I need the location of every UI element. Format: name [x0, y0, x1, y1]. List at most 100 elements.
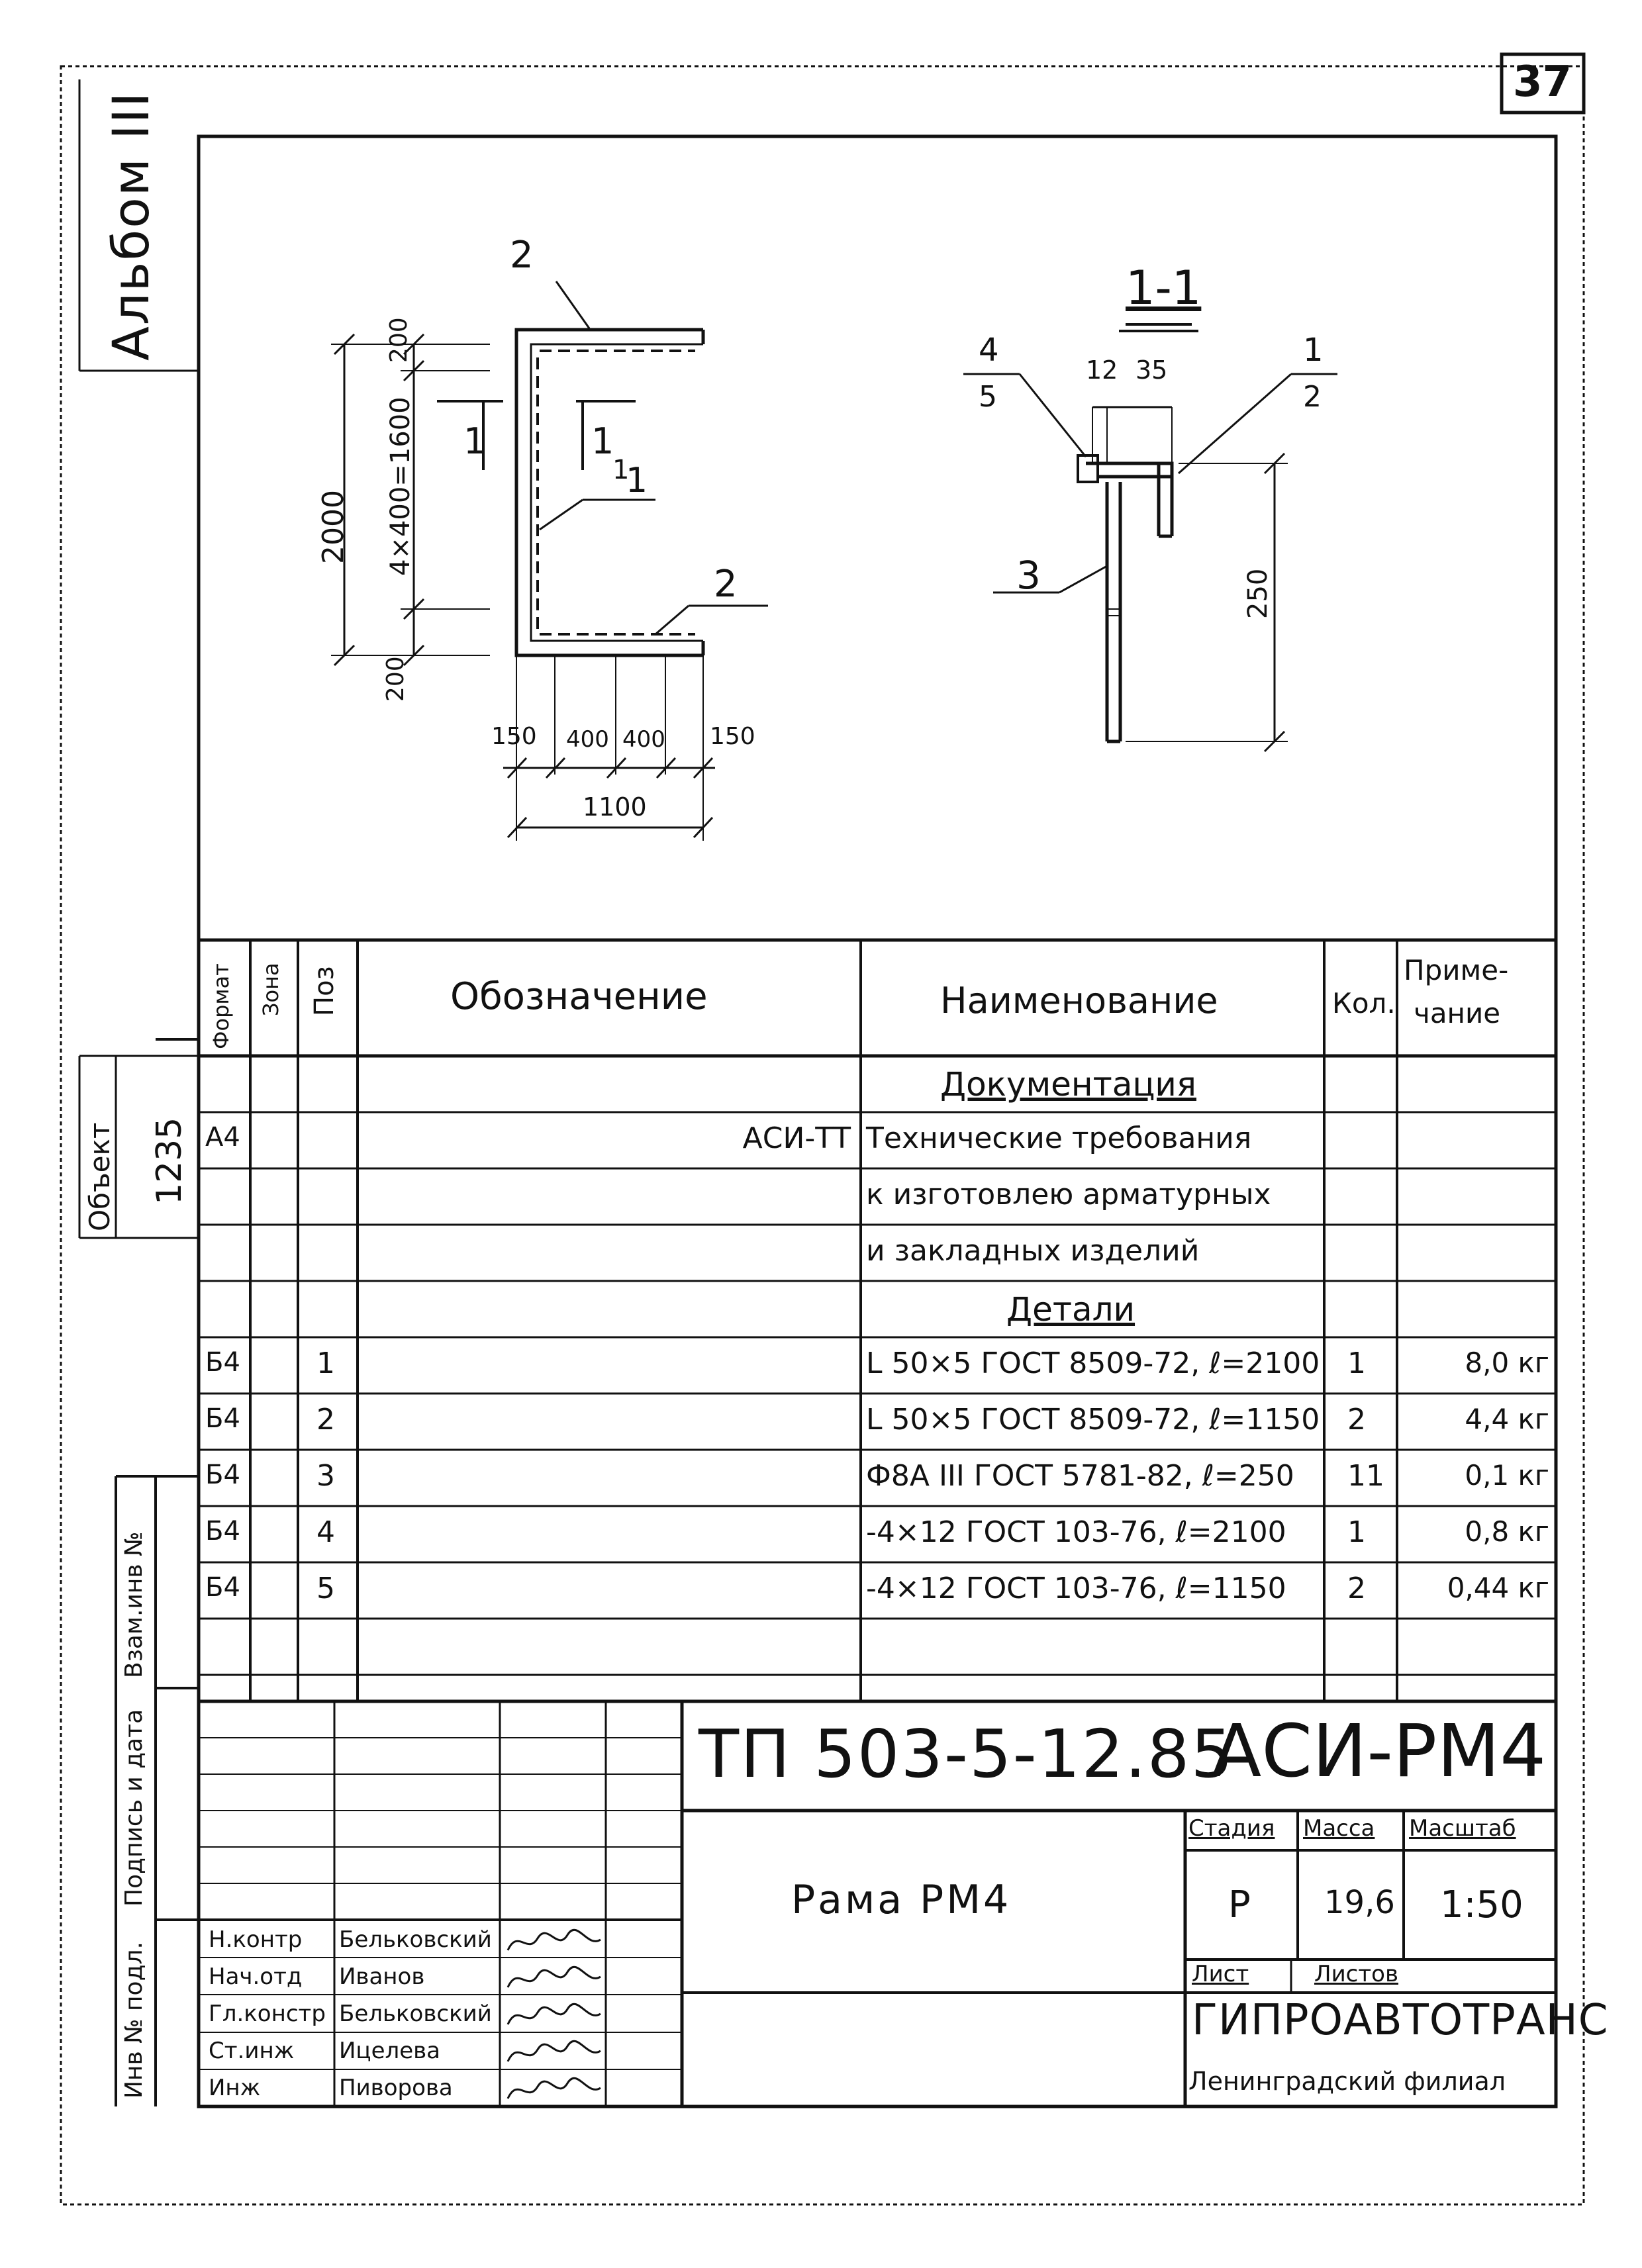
spec-name: Документация — [940, 1065, 1196, 1104]
spec-format: Б4 — [205, 1403, 240, 1434]
callout-4: 4 — [979, 332, 999, 369]
spec-note: 8,0 кг — [1465, 1347, 1549, 1379]
scale-value: 1:50 — [1440, 1883, 1523, 1926]
vzam-inv-label: Взам.инв № — [121, 1531, 148, 1678]
stage-label: Стадия — [1188, 1815, 1275, 1842]
spec-qty: 2 — [1347, 1572, 1366, 1605]
section-title: 1-1 — [1126, 261, 1202, 315]
spec-format: Б4 — [205, 1572, 240, 1603]
callout-2-top: 2 — [510, 234, 534, 277]
spec-qty: 1 — [1347, 1515, 1366, 1549]
spec-name: -4×12 ГОСТ 103-76, ℓ=1150 — [866, 1572, 1286, 1605]
doc-code: АСИ-РМ4 — [1212, 1709, 1547, 1793]
staff-name: Иванов — [339, 1963, 425, 1990]
section-mark-right: 1 — [591, 420, 614, 462]
spec-name: L 50×5 ГОСТ 8509-72, ℓ=1150 — [866, 1403, 1320, 1437]
staff-name: Бельковский — [339, 2001, 492, 2027]
header-note-2: чание — [1414, 997, 1501, 1029]
spec-pos: 2 — [316, 1403, 335, 1437]
dim-1100: 1100 — [583, 792, 647, 822]
dim-150-right: 150 — [710, 723, 755, 750]
staff-role: Н.контр — [209, 1926, 303, 1953]
staff-name: Пиворова — [339, 2075, 453, 2101]
org-name: ГИПРОАВТОТРАНС — [1192, 1996, 1609, 2045]
staff-name: Бельковский — [339, 1926, 492, 1953]
callout-2-bottom: 2 — [714, 563, 738, 606]
spec-name: Ф8А III ГОСТ 5781-82, ℓ=250 — [866, 1459, 1294, 1493]
header-zone: Зона — [258, 963, 283, 1016]
dim-12: 12 — [1086, 355, 1118, 385]
album-label: Альбом III — [101, 91, 160, 361]
header-name: Наименование — [940, 980, 1218, 1021]
spec-pos: 1 — [316, 1347, 335, 1380]
sheet-number: 37 — [1513, 58, 1572, 107]
section-mark-left: 1 — [463, 420, 487, 462]
spec-name: Детали — [1006, 1290, 1135, 1329]
inv-podl-label: Инв № подл. — [121, 1942, 148, 2099]
header-designation: Обозначение — [450, 975, 708, 1018]
section-1-1 — [963, 323, 1337, 753]
spec-qty: 1 — [1347, 1347, 1366, 1380]
header-note-1: Приме- — [1404, 954, 1509, 986]
dim-250: 250 — [1243, 568, 1273, 619]
signature — [507, 1966, 601, 1988]
spec-note: 0,1 кг — [1465, 1459, 1549, 1491]
dim-150-left: 150 — [491, 723, 537, 750]
staff-role: Ст.инж — [209, 2038, 295, 2064]
object-number: 1235 — [150, 1117, 189, 1205]
mass-value: 19,6 — [1324, 1884, 1395, 1921]
spec-qty: 2 — [1347, 1403, 1366, 1437]
podpis-data-label: Подпись и дата — [121, 1709, 148, 1907]
spec-qty: 11 — [1347, 1459, 1384, 1493]
spec-pos: 4 — [316, 1515, 335, 1549]
header-pos: Поз — [309, 966, 340, 1016]
sheets-label: Листов — [1314, 1961, 1399, 1987]
spec-name: L 50×5 ГОСТ 8509-72, ℓ=2100 — [866, 1347, 1320, 1380]
signature — [507, 2040, 601, 2062]
staff-role: Нач.отд — [209, 1963, 303, 1990]
callout-3: 3 — [1016, 553, 1041, 598]
spec-note: 0,44 кг — [1447, 1572, 1549, 1604]
dim-400-b: 400 — [622, 726, 665, 753]
callout-1: 1 — [626, 461, 648, 500]
spec-designation: АСИ-ТТ — [742, 1121, 851, 1155]
sheet-label: Лист — [1192, 1961, 1249, 1987]
item-name: Рама РМ4 — [791, 1877, 1012, 1923]
spec-name: к изготовлею арматурных — [866, 1178, 1271, 1211]
dim-200-bottom: 200 — [382, 656, 409, 702]
frame-elevation — [331, 281, 768, 841]
staff-role: Гл.констр — [209, 2001, 326, 2027]
spec-name: -4×12 ГОСТ 103-76, ℓ=2100 — [866, 1515, 1286, 1549]
signature — [507, 2003, 601, 2025]
spec-pos: 3 — [316, 1459, 335, 1493]
staff-role: Инж — [209, 2075, 261, 2101]
spec-format: А4 — [205, 1122, 240, 1153]
spec-name: Технические требования — [866, 1121, 1252, 1155]
spec-pos: 5 — [316, 1572, 335, 1605]
dim-2000: 2000 — [316, 490, 350, 564]
project-code: ТП 503-5-12.85 — [699, 1715, 1235, 1793]
callout-2-section: 2 — [1303, 380, 1322, 414]
spec-format: Б4 — [205, 1460, 240, 1490]
spec-note: 4,4 кг — [1465, 1403, 1549, 1435]
spec-format: Б4 — [205, 1516, 240, 1546]
signature — [507, 1929, 601, 1951]
section-mark-sub: 1 — [612, 455, 630, 485]
dim-400-a: 400 — [566, 726, 609, 753]
spec-note: 0,8 кг — [1465, 1515, 1549, 1548]
mass-label: Масса — [1303, 1815, 1375, 1842]
callout-1-section: 1 — [1303, 332, 1324, 369]
spec-name: и закладных изделий — [866, 1234, 1200, 1268]
dim-35: 35 — [1135, 355, 1168, 385]
header-format: Формат — [209, 963, 234, 1049]
spec-format: Б4 — [205, 1347, 240, 1378]
stage-value: Р — [1228, 1883, 1251, 1926]
object-label: Объект — [83, 1122, 116, 1231]
staff-name: Ицелева — [339, 2038, 441, 2064]
signature — [507, 2077, 601, 2099]
header-qty: Кол. — [1332, 987, 1396, 1019]
dim-4x400: 4×400=1600 — [385, 397, 416, 576]
dim-200-top: 200 — [385, 317, 412, 363]
scale-label: Масштаб — [1409, 1815, 1516, 1842]
